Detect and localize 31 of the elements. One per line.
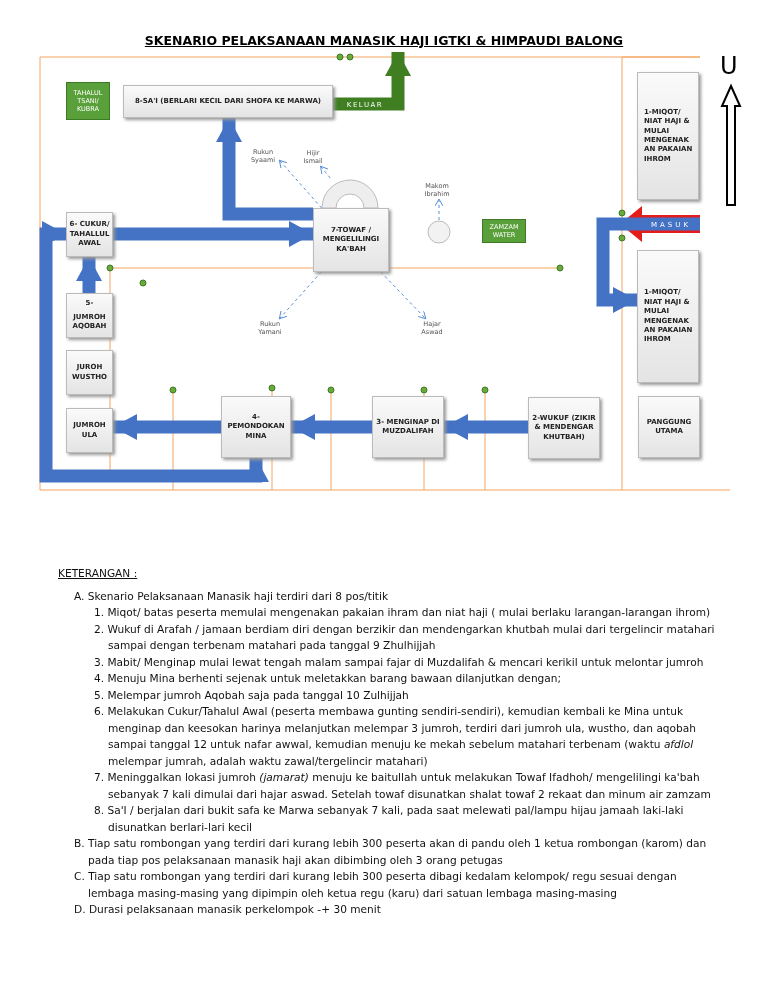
note-text: 4. Menuju Mina berhenti sejenak untuk meletakkan barang bawaan dilanjutkan dengan; (94, 671, 563, 686)
dashed-arrow (278, 271, 322, 320)
block-arrow (291, 414, 372, 440)
note-text: 3. Mabit/ Menginap mulai lewat tengah malam sampai fajar di Muzdalifah & mencari kerikil untuk melontar jumroh (94, 654, 705, 670)
block-arrow (216, 118, 313, 221)
note-text: 8. Sa'I / berjalan dari bukit safa ke Marwa sebanyak 7 kali, pada saat melewati pal/lampu hijau jamaah laki-laki disunatkan berlari-lari kecil (94, 803, 685, 835)
block-arrow (444, 414, 528, 440)
dashed-arrow (380, 271, 427, 320)
note-text: 2. Wukuf di Arafah / jamaan berdiam diri dengan berzikir dan mendengarkan khutbah mulai dari tergelincir matahari sampai dengan terbenam matahari pada tanggal 9 Zhulhijjah (94, 621, 716, 653)
heading: KETERANGAN : (58, 566, 139, 581)
circle-marker (427, 220, 451, 244)
compass-label: U (720, 52, 738, 80)
note-text: D. Durasi pelaksanaan manasik perkelompok -+ 30 menit (74, 902, 382, 917)
block-arrow (39, 221, 269, 483)
title: SKENARIO PELAKSANAAN MANASIK HAJI IGTKI & HIMPAUDI BALONG (144, 33, 624, 48)
note-text: B. Tiap satu rombongan yang terdiri dari kurang lebih 300 peserta akan di pandu oleh 1 ketua rombongan (karom) dan pada tiap pos pelaksanaan manasik haji akan dibimbing oleh 3 orang petugas (74, 836, 708, 868)
note-text: 1. Miqot/ batas peserta memulai mengenakan pakaian ihram dan niat haji ( mulai berlaku larangan-larangan ihrom) (94, 605, 712, 620)
block-arrow (113, 221, 313, 247)
block-arrow (113, 414, 221, 440)
block-arrow (76, 257, 102, 293)
note-text: 6. Melakukan Cukur/Tahalul Awal (peserta membawa gunting sendiri-sendiri), kemudian kembali ke Mina untuk menginap dan keesokan harinya melanjutkan melempar 3 jumroh, terdiri dari jumroh ula, wustho, dan aqobah sampai tanggal 12 untuk nafar awwal, kemudian menuju ke mekah sebelum matahari terbenam (waktu afdlol melempar jumrah, adalah waktu zawal/tergelincir matahari) (94, 704, 697, 769)
dashed-arrow (320, 165, 331, 179)
note-text: 5. Melempar jumroh Aqobah saja pada tanggal 10 Zulhijjah (94, 687, 410, 703)
note-text: C. Tiap satu rombongan yang terdiri dari kurang lebih 300 peserta dibagi kedalam kelompok/ regu sesuai dengan lembaga masing-masing yang dipimpin oleh ketua regu (karu) dari satuan lembaga masing-masing (74, 869, 678, 901)
station-box (66, 293, 113, 338)
semicircle-wall-drawing (320, 178, 380, 208)
dashed-arrow (434, 198, 444, 221)
note-text: A. Skenario Pelaksanaan Manasik haji terdiri dari 8 pos/titik (74, 588, 390, 604)
note-text: 7. Meninggalkan lokasi jumroh (jamarat) menuju ke baitullah untuk melakukan Towaf Ifadhoh/ mengelilingi ka'bah sebanyak 7 kali dimulai dari hajar aswad. Setelah towaf disunatkan shalat towaf 2 rekaat dan minum air zamzam (94, 770, 712, 802)
block-arrow (333, 52, 411, 111)
dashed-arrow (278, 159, 323, 209)
